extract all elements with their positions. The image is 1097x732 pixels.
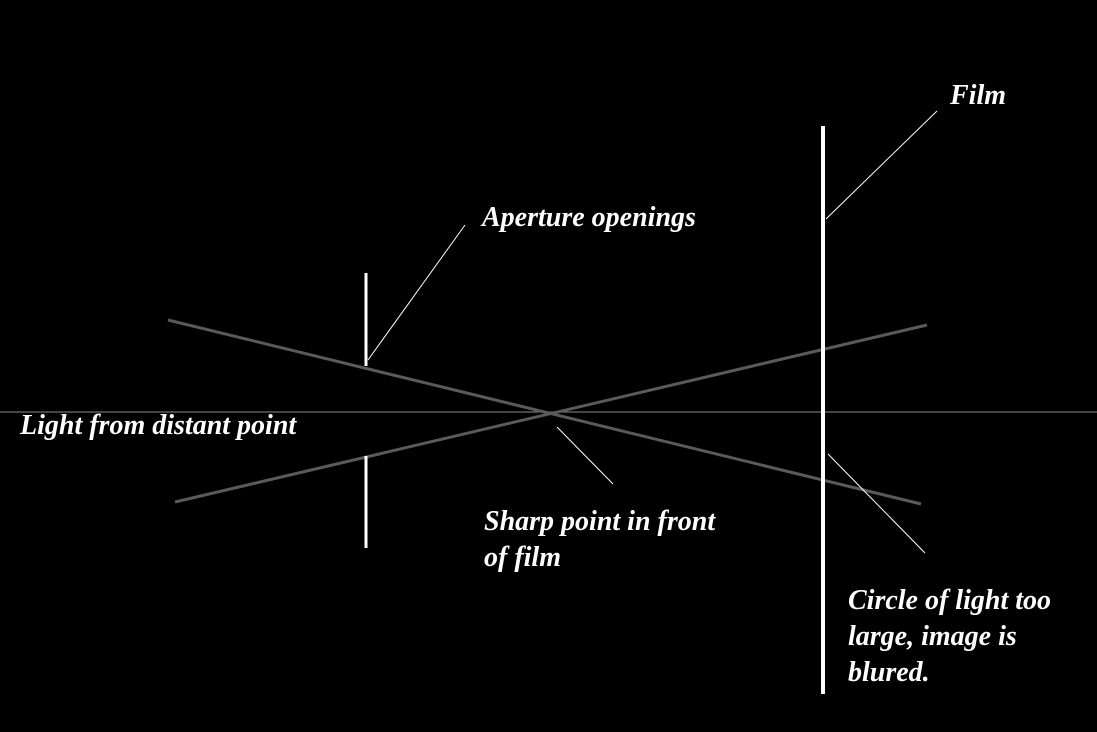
circle-label-line2: large, image is [848,621,1017,652]
light-ray-upper [167,318,922,506]
sharp-point-label-line1: Sharp point in front [484,506,716,537]
light-source-label: Light from distant point [19,410,297,441]
circle-leader-line [827,453,926,554]
aperture-leader-line [367,224,466,361]
circle-label-line1: Circle of light too [848,585,1051,616]
film-label: Film [949,80,1006,111]
film-leader-line [825,110,938,220]
aperture-label: Aperture openings [480,202,696,233]
sharp-point-leader-line [556,426,614,485]
light-ray-lower [174,323,928,504]
sharp-point-label-line2: of film [484,542,561,573]
circle-label-line3: blured. [848,657,930,688]
